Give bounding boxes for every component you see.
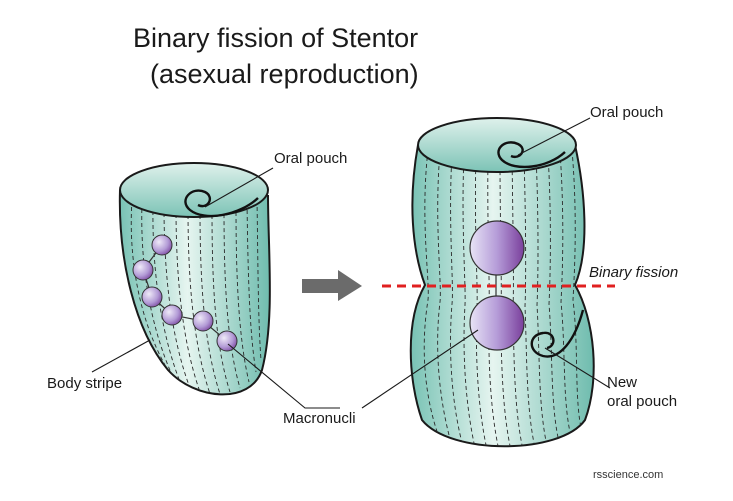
macronuclei-chain (132, 234, 238, 352)
diagram-title: Binary fission of Stentor (133, 23, 419, 53)
leader-lines (91, 117, 611, 409)
macronucleus (151, 234, 173, 256)
oral-pouch-spiral-left (184, 189, 259, 218)
transition-arrow (302, 270, 362, 301)
label-oral-pouch-left: Oral pouch (274, 150, 348, 167)
macronucleus-lower (469, 295, 525, 351)
new-oral-pouch-spiral (530, 309, 585, 358)
dividing-body (409, 144, 595, 448)
macronucleus-upper (469, 220, 525, 276)
label-binary-fission: Binary fission (589, 264, 679, 281)
dividing-stentor (409, 117, 595, 448)
macronucleus (192, 310, 214, 332)
label-new-oral-pouch-line1: New (607, 374, 638, 391)
diagram-subtitle: (asexual reproduction) (150, 59, 419, 89)
label-oral-pouch-right: Oral pouch (590, 104, 664, 121)
parent-stentor (118, 162, 271, 396)
credit-text: rsscience.com (593, 469, 664, 481)
label-body-stripe: Body stripe (47, 375, 123, 392)
dividing-top-cap (417, 117, 577, 173)
label-new-oral-pouch-line2: oral pouch (607, 393, 678, 410)
macronucleus (216, 330, 238, 352)
macronucleus (161, 304, 183, 326)
macronucleus (132, 259, 154, 281)
macronucleus (141, 286, 163, 308)
label-macronuclei: Macronucli (283, 410, 356, 427)
parent-top-cap (119, 162, 269, 218)
